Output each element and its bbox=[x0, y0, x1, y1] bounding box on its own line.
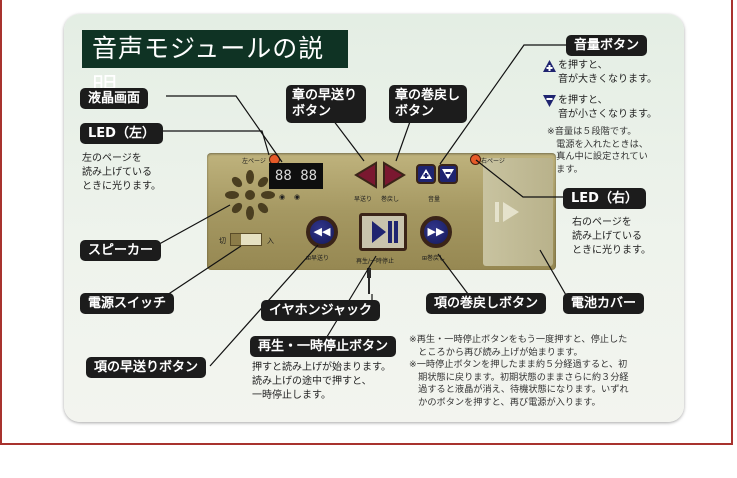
left-page-text: 左ページ bbox=[242, 158, 266, 165]
item-fwd-button[interactable]: ◀◀ bbox=[306, 216, 338, 248]
volume-up-description: を押すと、 音が大きくなります。 bbox=[558, 60, 657, 85]
volume-down-description: を押すと、 音が小さくなります。 bbox=[558, 95, 657, 120]
chapter-back-icon bbox=[383, 161, 406, 189]
chapter-fwd-icon bbox=[354, 161, 377, 189]
power-switch-knob[interactable] bbox=[231, 234, 241, 245]
chapter-fwd-label: 章の早送り ボタン bbox=[286, 85, 366, 123]
volume-up-button[interactable] bbox=[416, 164, 436, 184]
power-switch[interactable] bbox=[230, 233, 262, 246]
led-left-label: LED（左） bbox=[80, 123, 163, 144]
play-pause-label: 再生・一時停止ボタン bbox=[250, 336, 397, 357]
item-back-button[interactable]: ▶▶ bbox=[420, 216, 452, 248]
play-description: 押すと読み上げが始まります。 読み上げの途中で押すと、 一時停止します。 bbox=[252, 362, 391, 401]
chapter-buttons[interactable] bbox=[352, 161, 408, 189]
volume-down-button[interactable] bbox=[438, 164, 458, 184]
volume-label: 音量ボタン bbox=[566, 35, 648, 56]
speaker-label: スピーカー bbox=[80, 240, 162, 261]
play-pause-button[interactable] bbox=[359, 213, 407, 251]
play-text: 再生/一時停止 bbox=[356, 258, 395, 265]
chapter-back-text: 巻戻し bbox=[381, 196, 400, 203]
earphone-jack-icon bbox=[367, 268, 371, 294]
volume-up-icon bbox=[420, 169, 432, 179]
volume-note: ※音量は５段階です。 電源を入れたときは、 真ん中に設定されてい ます。 bbox=[547, 126, 649, 175]
fast-forward-icon: ▶▶ bbox=[427, 225, 445, 238]
lcd-label: 液晶画面 bbox=[80, 88, 149, 109]
power-switch-label: 電源スイッチ bbox=[80, 293, 175, 314]
led-left-description: 左のページを 読み上げている ときに光ります。 bbox=[82, 153, 161, 192]
item-back-text: ⊞巻戻し bbox=[422, 255, 446, 262]
lcd-screen: 88 88 bbox=[269, 163, 323, 189]
play-pause-icon bbox=[372, 221, 398, 243]
lcd-indicator-text: ◉ ◉ bbox=[279, 193, 301, 201]
item-back-label: 項の巻戻しボタン bbox=[426, 293, 547, 314]
battery-cover-label: 電池カバー bbox=[563, 293, 645, 314]
item-fwd-label: 項の早送りボタン bbox=[86, 357, 207, 378]
item-fwd-text: ⊞早送り bbox=[306, 255, 330, 262]
volume-down-desc-icon bbox=[543, 95, 556, 107]
battery-cover bbox=[483, 158, 553, 266]
speaker-grille-icon bbox=[225, 170, 275, 220]
chapter-back-label: 章の巻戻し ボタン bbox=[389, 85, 467, 123]
right-page-text: 右ページ bbox=[481, 158, 505, 165]
rewind-icon: ◀◀ bbox=[313, 225, 331, 238]
earphone-jack-label: イヤホンジャック bbox=[261, 300, 380, 321]
power-on-text: 入 bbox=[267, 237, 274, 245]
led-right-description: 右のページを 読み上げている ときに光ります。 bbox=[572, 217, 651, 256]
led-right-icon bbox=[470, 154, 481, 165]
led-right-label: LED（右） bbox=[563, 188, 646, 209]
play-note: ※再生・一時停止ボタンをもう一度押すと、停止した ところから再び読み上げが始まり… bbox=[409, 334, 629, 408]
volume-down-icon bbox=[442, 169, 454, 179]
chapter-fwd-text: 早送り bbox=[354, 196, 373, 203]
battery-arrow-icon bbox=[495, 202, 519, 222]
power-off-text: 切 bbox=[219, 237, 226, 245]
volume-text: 音量 bbox=[428, 196, 441, 203]
volume-up-desc-icon bbox=[543, 60, 556, 72]
